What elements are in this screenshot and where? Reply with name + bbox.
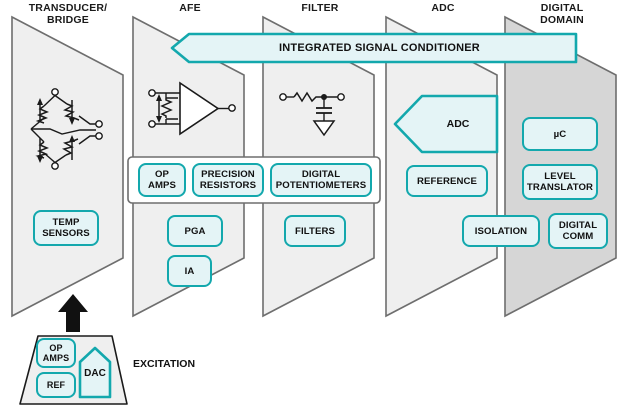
block-level-translator-line1: LEVEL	[544, 171, 576, 182]
block-ia-label: IA	[184, 265, 195, 277]
dac-house-shape	[78, 346, 112, 399]
block-digital-potentiometers-line1: DIGITAL	[301, 169, 341, 180]
stage-header-adc-line1: ADC	[431, 2, 455, 14]
block-digital-comm-line1: DIGITAL	[558, 220, 598, 231]
adc-block-label: ADC	[446, 118, 470, 130]
integrated-signal-conditioner-banner	[170, 32, 578, 64]
stage-header-filter: FILTER	[265, 2, 375, 14]
block-precision-resistors[interactable]: PRECISION RESISTORS	[192, 163, 264, 197]
stage-header-transducer-line2: BRIDGE	[46, 14, 90, 26]
block-pga-label: PGA	[184, 225, 206, 237]
block-digital-comm[interactable]: DIGITAL COMM	[548, 213, 608, 249]
block-pga[interactable]: PGA	[167, 215, 223, 247]
stage-header-digital-domain: DIGITAL DOMAIN	[507, 2, 617, 26]
block-isolation[interactable]: ISOLATION	[462, 215, 540, 247]
block-excitation-ref-label: REF	[46, 379, 66, 390]
block-digital-potentiometers[interactable]: DIGITAL POTENTIOMETERS	[270, 163, 372, 197]
stage-header-adc: ADC	[388, 2, 498, 14]
block-reference[interactable]: REFERENCE	[406, 165, 488, 197]
rc-lowpass-filter-schematic	[279, 91, 345, 137]
excitation-label: EXCITATION	[133, 358, 196, 370]
block-op-amps-line2: AMPS	[147, 180, 177, 191]
stage-header-transducer-line1: TRANSDUCER/	[28, 2, 108, 14]
block-digital-comm-line2: COMM	[562, 231, 594, 242]
block-temp-sensors[interactable]: TEMP SENSORS	[33, 210, 99, 246]
block-op-amps[interactable]: OP AMPS	[138, 163, 186, 197]
block-filters[interactable]: FILTERS	[284, 215, 346, 247]
op-amp-schematic	[148, 81, 236, 136]
block-temp-sensors-line2: SENSORS	[42, 228, 90, 239]
stage-header-transducer: TRANSDUCER/ BRIDGE	[12, 2, 124, 26]
block-mcu[interactable]: µC	[522, 117, 598, 151]
stage-header-afe-line1: AFE	[179, 2, 201, 14]
block-excitation-dac-label: DAC	[84, 368, 106, 379]
block-precision-resistors-line1: PRECISION	[201, 169, 255, 180]
stage-panel-transducer	[11, 15, 124, 318]
block-level-translator[interactable]: LEVEL TRANSLATOR	[522, 164, 598, 200]
block-excitation-ref[interactable]: REF	[36, 372, 76, 398]
block-ia[interactable]: IA	[167, 255, 212, 287]
block-temp-sensors-line1: TEMP	[52, 217, 80, 228]
stage-header-digital-domain-line1: DIGITAL	[540, 2, 584, 14]
block-filters-label: FILTERS	[295, 225, 335, 237]
integrated-signal-conditioner-label: INTEGRATED SIGNAL CONDITIONER	[279, 42, 480, 54]
block-reference-label: REFERENCE	[416, 175, 478, 187]
wheatstone-bridge-schematic	[30, 88, 103, 170]
block-excitation-op-amps[interactable]: OP AMPS	[36, 338, 76, 368]
block-op-amps-line1: OP	[154, 169, 170, 180]
stage-header-digital-domain-line2: DOMAIN	[540, 14, 584, 26]
stage-header-filter-line1: FILTER	[301, 2, 339, 14]
adc-pentagon-shape	[393, 94, 499, 154]
excitation-up-arrow-icon	[58, 294, 88, 332]
block-level-translator-line2: TRANSLATOR	[526, 182, 594, 193]
block-precision-resistors-line2: RESISTORS	[199, 180, 257, 191]
block-digital-potentiometers-line2: POTENTIOMETERS	[275, 180, 367, 191]
block-excitation-op-amps-line2: AMPS	[42, 353, 70, 363]
block-isolation-label: ISOLATION	[474, 225, 528, 237]
stage-header-afe: AFE	[135, 2, 245, 14]
block-mcu-label: µC	[553, 128, 567, 140]
block-excitation-op-amps-line1: OP	[49, 342, 63, 353]
